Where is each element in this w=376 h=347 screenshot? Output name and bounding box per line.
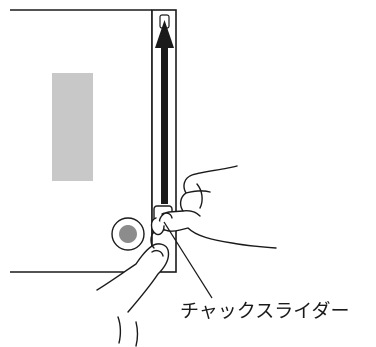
lower-hand-icon [96,217,170,347]
lower-hand-outline [96,243,170,313]
gray-block [52,73,93,181]
upper-hand-thumb-line [182,210,201,217]
upper-hand-outline [158,165,277,249]
callout-leader-line [163,221,213,299]
arrow-head [155,20,174,48]
upper-hand-finger-line [185,190,211,194]
circular-button [111,217,145,251]
upper-hand-knuckle-line [196,183,203,209]
upper-hand-icon [158,165,277,249]
lower-hand-fingertip [150,217,165,236]
arrow-shaft [161,44,168,204]
upper-hand-nail [161,212,173,219]
chuck-slider-label: チャックスライダー [180,300,350,322]
upward-arrow-icon [155,20,174,204]
lower-hand-finger [150,231,155,249]
lower-hand-nail [151,249,164,257]
lower-hand-wrist-2 [135,321,139,347]
lower-hand-wrist [117,316,122,344]
button-dot [119,225,137,243]
